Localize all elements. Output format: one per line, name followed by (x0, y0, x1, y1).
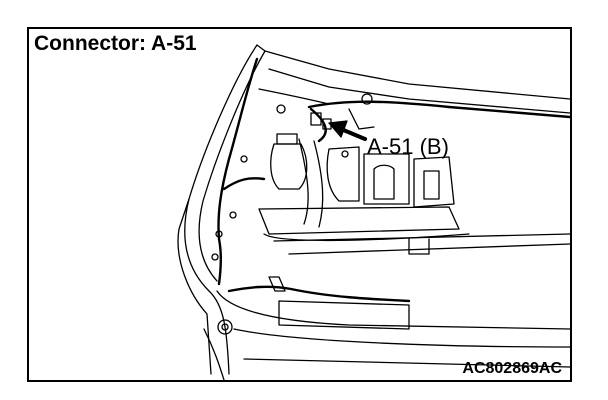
connector-callout-label: A-51 (B) (367, 134, 449, 159)
diagram-title: Connector: A-51 (34, 32, 197, 55)
diagram-frame: Connector: A-51 A-51 (B) AC802869AC (27, 27, 572, 382)
front-bumper (203, 276, 570, 380)
pointer-arrow-icon (328, 120, 367, 141)
engine-bay-illustration (177, 44, 570, 380)
harness-clips (211, 104, 349, 261)
figure-code: AC802869AC (462, 360, 562, 377)
hood-fender-outline (177, 44, 266, 375)
engine-components (258, 108, 570, 255)
hood-top (258, 50, 570, 114)
